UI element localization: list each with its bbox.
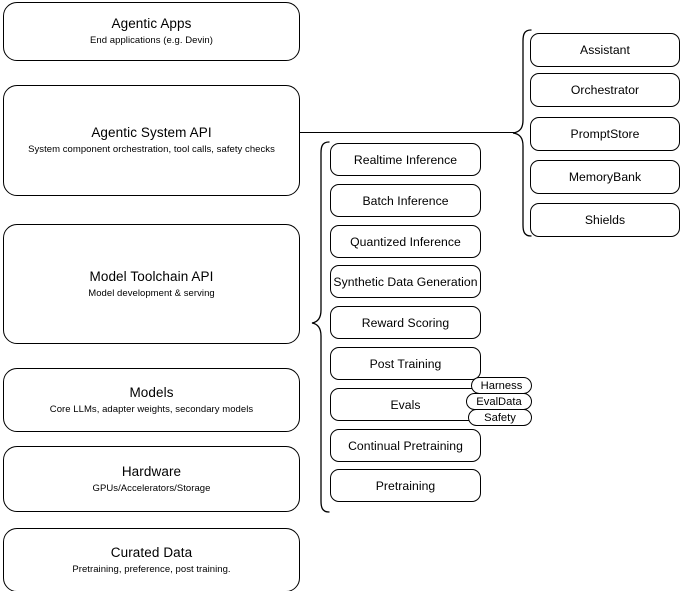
chip-shields[interactable]: Shields [530,203,680,237]
layer-title: Models [129,384,174,400]
layer-subtitle: Model development & serving [88,287,215,299]
chip-evals[interactable]: Evals [330,388,481,421]
layer-box-agentic-system-api[interactable]: Agentic System API System component orch… [3,85,300,196]
chip-quantized-inference[interactable]: Quantized Inference [330,225,481,258]
layer-subtitle: GPUs/Accelerators/Storage [92,482,211,494]
pill-safety[interactable]: Safety [468,409,532,426]
connector-agentic-system-to-components [300,132,514,134]
chip-synthetic-data-generation[interactable]: Synthetic Data Generation [330,265,481,298]
chip-pretraining[interactable]: Pretraining [330,469,481,502]
chip-batch-inference[interactable]: Batch Inference [330,184,481,217]
chip-realtime-inference[interactable]: Realtime Inference [330,143,481,176]
pill-harness[interactable]: Harness [471,377,532,394]
chip-continual-pretraining[interactable]: Continual Pretraining [330,429,481,462]
layer-title: Agentic Apps [111,16,192,31]
layer-title: Hardware [121,463,182,479]
brace-agentic-components [510,28,532,240]
layer-title: Curated Data [110,544,193,560]
layer-title: Agentic System API [91,125,212,140]
chip-post-training[interactable]: Post Training [330,347,481,380]
layer-subtitle: Core LLMs, adapter weights, secondary mo… [49,403,254,415]
pill-evaldata[interactable]: EvalData [466,393,532,410]
brace-toolchain-components [306,140,330,516]
layer-title: Model Toolchain API [89,268,214,284]
layer-box-hardware[interactable]: Hardware GPUs/Accelerators/Storage [3,446,300,512]
layer-subtitle: Pretraining, preference, post training. [72,563,231,575]
chip-memorybank[interactable]: MemoryBank [530,160,680,194]
layer-box-curated-data[interactable]: Curated Data Pretraining, preference, po… [3,528,300,591]
layer-subtitle: System component orchestration, tool cal… [28,144,275,155]
layer-box-agentic-apps[interactable]: Agentic Apps End applications (e.g. Devi… [3,2,300,61]
chip-orchestrator[interactable]: Orchestrator [530,73,680,107]
layer-box-model-toolchain-api[interactable]: Model Toolchain API Model development & … [3,224,300,344]
chip-promptstore[interactable]: PromptStore [530,117,680,151]
chip-assistant[interactable]: Assistant [530,33,680,67]
layer-box-models[interactable]: Models Core LLMs, adapter weights, secon… [3,368,300,432]
chip-reward-scoring[interactable]: Reward Scoring [330,306,481,339]
layer-subtitle: End applications (e.g. Devin) [90,35,213,46]
